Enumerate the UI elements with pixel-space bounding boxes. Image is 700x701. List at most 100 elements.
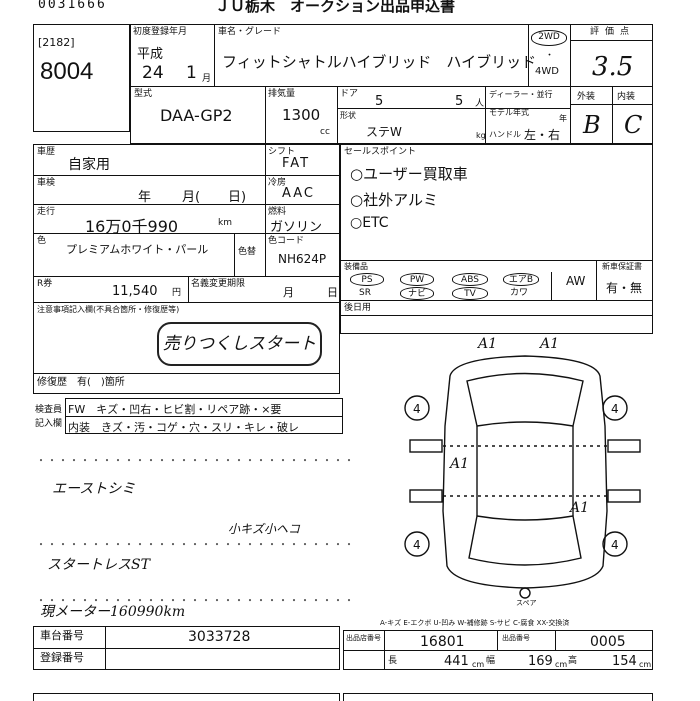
damage-legend: A-キズ E-エクボ U-凹み W-補修跡 S-サビ C-腐食 XX-交換済 (380, 619, 570, 627)
spare-tire (519, 587, 531, 599)
spare-label: スペア (516, 599, 537, 607)
sales-point-1: ○ユーザー買取車 (350, 165, 468, 183)
drive-4wd: 4WD (535, 66, 559, 77)
sales-points-label: セールスポイント (344, 147, 417, 157)
doors-label: ドア (340, 89, 359, 99)
registration-month-unit: 月 (202, 74, 212, 84)
seller-value: 0005 (590, 634, 626, 650)
tire-rl (404, 531, 430, 557)
mileage-label: 走行 (37, 207, 56, 217)
handwritten-note-1: エーストシミ (52, 481, 136, 497)
aircon-label: 冷房 (268, 178, 287, 188)
new-manual-value: 有・無 (606, 281, 643, 295)
shift-label: シフト (268, 147, 296, 157)
color-code-value: NH624P (278, 252, 327, 266)
condition-label-2: 記入欄 (35, 419, 63, 429)
damage-mark-right-side: A1 (570, 500, 590, 516)
handwritten-note-2: 小キズ小ヘコ (228, 522, 301, 536)
tax-value: 11,540 (112, 284, 158, 299)
other-label: 後日用 (344, 303, 372, 313)
handle-value: 左・右 (524, 128, 561, 142)
registration-month: 1 (186, 63, 197, 83)
tire-fl (404, 395, 430, 421)
equip-ps: PS (350, 273, 384, 286)
registration-number-label: 登録番号 (40, 651, 84, 664)
color-code-label: 色コード (268, 236, 305, 246)
height-label: 高 (568, 656, 578, 666)
load-unit: kg (476, 131, 486, 140)
exterior-label: 外装 (577, 92, 596, 102)
sales-point-3: ○ETC (350, 215, 389, 231)
fuel-label: 燃料 (268, 207, 287, 217)
interior-label: 内装 (617, 92, 636, 102)
equip-pw: PW (400, 273, 434, 286)
condition-row-1: FW キズ・凹右・ヒビ割・リペア跡・×要 (68, 403, 282, 416)
color-value: プレミアムホワイト・パール (66, 243, 209, 256)
shift-value: FAT (282, 156, 311, 171)
drive-2wd: 2WD (531, 30, 567, 46)
grade-value: 3.5 (592, 52, 634, 82)
tire-rl-value: 4 (413, 538, 421, 552)
color-change-label: 色替 (238, 247, 257, 257)
vendor-label: 出品店番号 (346, 634, 381, 642)
equip-aw: AW (566, 274, 586, 288)
displacement-unit: cc (320, 127, 330, 137)
car-name-value: フィットシャトルハイブリッド ハイブリッド (222, 53, 537, 71)
chassis-value: 3033728 (188, 629, 251, 645)
drive-separator: ・ (545, 51, 555, 61)
form-title: ＪＵ栃木 オークション出品申込書 (215, 0, 456, 15)
aircon-value: AAC (282, 186, 315, 201)
equipment-label: 装備品 (344, 262, 368, 271)
length-value: 441 (444, 654, 469, 669)
sales-points-grid (340, 144, 653, 334)
doors-value: 5 (375, 94, 384, 109)
height-value: 154 (612, 654, 637, 669)
tax-unit: 円 (172, 288, 182, 298)
shape-value: ステW (366, 125, 402, 139)
tire-rr (602, 531, 628, 557)
tire-fr-value: 4 (611, 402, 619, 416)
inspection-year: 年 (138, 190, 152, 205)
vendor-value: 16801 (420, 634, 465, 650)
recycle-label: 名義変更期限 (191, 279, 246, 289)
width-value: 169 (528, 654, 553, 669)
seller-label: 出品番号 (502, 634, 530, 642)
inspection-month: 月( (182, 190, 201, 205)
grade-label: 評価点 (590, 27, 636, 37)
height-unit: cm (639, 660, 652, 669)
usage-label: 車歴 (37, 147, 56, 157)
equip-leather: カワ (510, 288, 529, 298)
new-manual-label: 新車保証書 (602, 262, 642, 271)
exterior-value: B (583, 111, 601, 139)
shape-label: 形状 (340, 111, 356, 120)
tire-fl-value: 4 (413, 402, 421, 416)
condition-row-2: 内装 きズ・汚・コゲ・穴・スリ・キレ・破レ (68, 421, 299, 434)
color-label: 色 (37, 236, 47, 246)
damage-mark-front-left: A1 (478, 336, 498, 352)
mileage-unit: km (218, 218, 232, 228)
lot-box (33, 24, 130, 132)
mileage-value: 16万0千990 (85, 217, 179, 236)
car-diagram (404, 355, 641, 599)
handwritten-note-3: スタートレスST (47, 557, 150, 573)
equip-sr: SR (359, 288, 371, 298)
notes-label: 注意事項記入欄(不具合箇所・修復歴等) (37, 305, 180, 314)
lot-number: 8004 (40, 58, 94, 85)
registration-era: 平成 (137, 47, 164, 62)
model-year-unit: 年 (559, 114, 567, 123)
usage-value: 自家用 (68, 157, 110, 173)
width-unit: cm (555, 660, 568, 669)
front-windshield (466, 372, 584, 427)
equip-navi: ナビ (400, 287, 434, 300)
lot-code: [2182] (38, 36, 75, 49)
sales-point-2: ○社外アルミ (350, 191, 438, 209)
displacement-label: 排気量 (268, 89, 296, 99)
form-serial: 0031666 (38, 0, 107, 12)
rear-window (468, 515, 582, 566)
capacity-value: 5 (455, 94, 464, 109)
tire-rr-value: 4 (611, 538, 619, 552)
inspection-label: 車検 (37, 178, 56, 188)
details-grid (33, 144, 340, 394)
tax-label: R券 (37, 279, 53, 289)
fuel-value: ガソリン (270, 220, 323, 235)
